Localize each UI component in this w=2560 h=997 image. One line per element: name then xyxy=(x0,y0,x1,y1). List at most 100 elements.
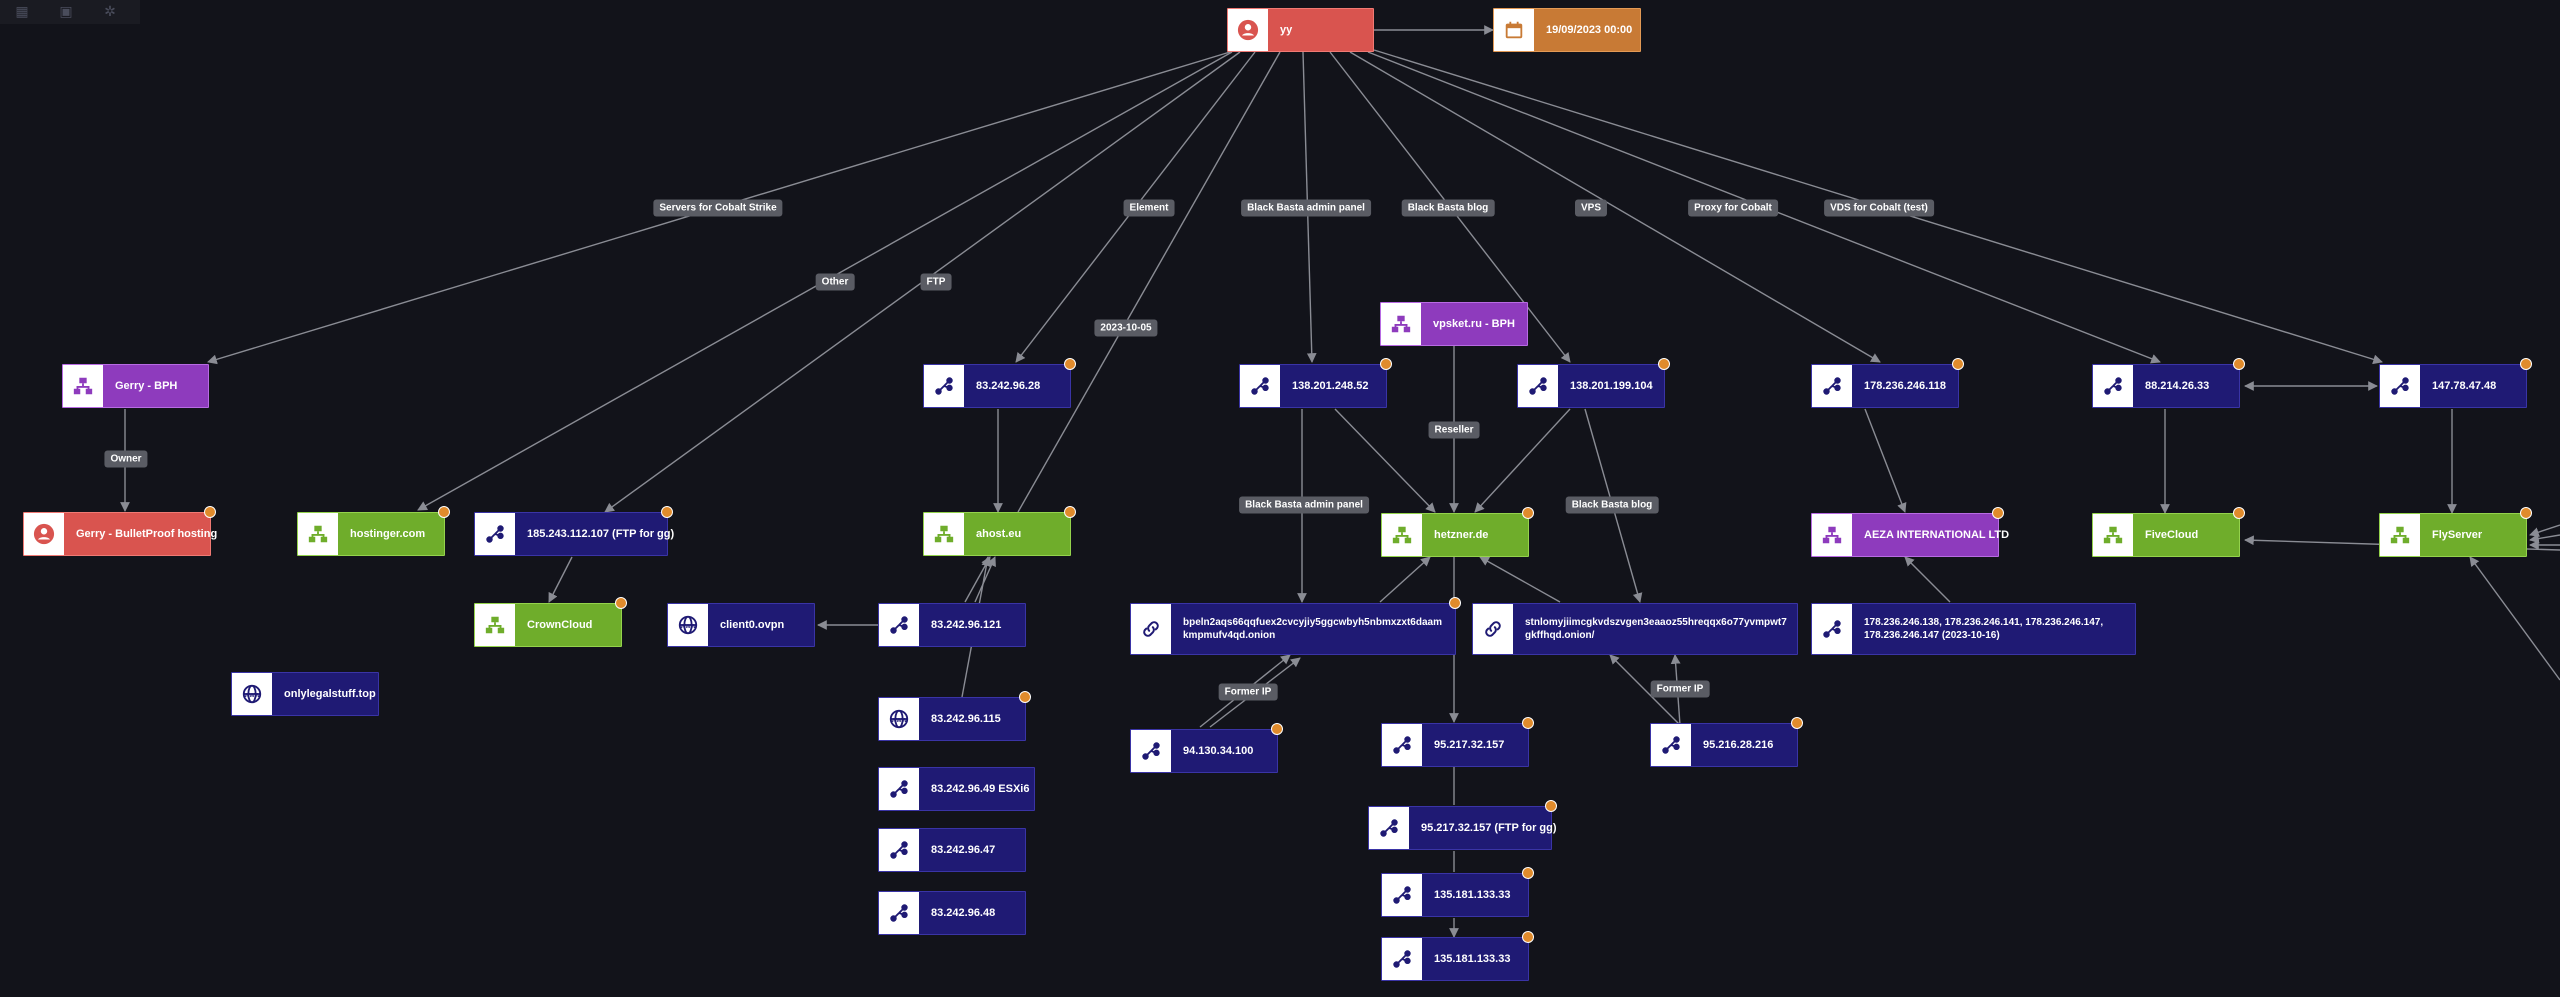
edge-label-proxy: Proxy for Cobalt xyxy=(1688,199,1778,217)
edge-label-former-ip-2: Former IP xyxy=(1650,680,1710,698)
node-fivecloud[interactable]: FiveCloud xyxy=(2092,507,2245,557)
node-label: 185.243.112.107 (FTP for gg) xyxy=(527,528,675,540)
node-ip-88[interactable]: 88.214.26.33 xyxy=(2092,358,2245,408)
node-label: client0.ovpn xyxy=(720,619,785,631)
edge xyxy=(1379,556,1431,603)
node-ip-178-multi[interactable]: 178.236.246.138, 178.236.246.141, 178.23… xyxy=(1811,603,2136,655)
edge-label-servers: Servers for Cobalt Strike xyxy=(653,199,783,217)
node-ip-138-104[interactable]: 138.201.199.104 xyxy=(1517,358,1670,408)
ip-icon xyxy=(879,892,919,934)
flag-dot xyxy=(1992,507,2004,519)
node-label: 95.217.32.157 (FTP for gg) xyxy=(1421,822,1557,834)
network-icon xyxy=(1812,514,1852,556)
edge xyxy=(2529,533,2560,544)
edge xyxy=(1609,654,1681,726)
node-label: 83.242.96.49 ESXi6 xyxy=(931,783,1030,795)
edge-label-vps: VPS xyxy=(1574,199,1608,217)
node-label: 147.78.47.48 xyxy=(2432,380,2497,392)
node-ip-83-49[interactable]: 83.242.96.49 ESXi6 xyxy=(878,767,1035,811)
edge-label-other: Other xyxy=(815,273,855,291)
node-label: vpsket.ru - BPH xyxy=(1433,318,1515,330)
node-ip-83-121[interactable]: 83.242.96.121 xyxy=(878,603,1026,647)
ip-icon xyxy=(1651,724,1691,766)
node-gerry-bph[interactable]: Gerry - BPH xyxy=(62,364,209,408)
node-label: stnlomyjiimcgkvdszvgen3eaaoz55hreqqx6o77… xyxy=(1525,617,1787,641)
network-icon xyxy=(2093,514,2133,556)
globe-icon: WWW xyxy=(232,673,272,715)
node-ip-135-b[interactable]: 135.181.133.33 xyxy=(1381,931,1534,981)
node-ip-83-47[interactable]: 83.242.96.47 xyxy=(878,828,1026,872)
node-ip-95-216[interactable]: 95.216.28.216 xyxy=(1650,717,1803,767)
node-client0[interactable]: WWW client0.ovpn xyxy=(667,603,815,647)
node-gerry-bp[interactable]: Gerry - BulletProof hosting xyxy=(23,506,217,556)
edge-label-bb-blog-2: Black Basta blog xyxy=(1565,496,1659,514)
node-crowncloud[interactable]: CrownCloud xyxy=(474,597,627,647)
node-ip-138-52[interactable]: 138.201.248.52 xyxy=(1239,358,1392,408)
node-hostinger[interactable]: hostinger.com xyxy=(297,506,450,556)
edge xyxy=(2529,524,2560,537)
flag-dot xyxy=(1545,800,1557,812)
flag-dot xyxy=(2233,507,2245,519)
flag-dot xyxy=(1522,867,1534,879)
globe-icon: WWW xyxy=(879,698,919,740)
node-label: 135.181.133.33 xyxy=(1434,889,1511,901)
flag-dot xyxy=(2233,358,2245,370)
node-ip-94[interactable]: 94.130.34.100 xyxy=(1130,723,1283,773)
node-onion2[interactable]: stnlomyjiimcgkvdszvgen3eaaoz55hreqqx6o77… xyxy=(1472,603,1798,655)
ip-icon xyxy=(1382,724,1422,766)
ip-icon xyxy=(1131,730,1171,772)
flag-dot xyxy=(2520,507,2532,519)
node-ip-83-48[interactable]: 83.242.96.48 xyxy=(878,891,1026,935)
flag-dot xyxy=(1791,717,1803,729)
node-date[interactable]: 19/09/2023 00:00 xyxy=(1493,8,1641,52)
network-icon xyxy=(2380,514,2420,556)
node-ip-178-118[interactable]: 178.236.246.118 xyxy=(1811,358,1964,408)
node-ip-83-115[interactable]: WWW 83.242.96.115 xyxy=(878,691,1031,741)
person-icon xyxy=(24,513,64,555)
node-onion1[interactable]: bpeln2aqs66qqfuex2cvcyjiy5ggcwbyh5nbmxzx… xyxy=(1130,597,1461,655)
edge xyxy=(1864,408,1907,513)
edge xyxy=(1474,408,1571,513)
flag-dot xyxy=(2520,358,2532,370)
link-icon xyxy=(1473,604,1513,654)
svg-text:WWW: WWW xyxy=(680,624,696,630)
network-icon xyxy=(63,365,103,407)
edge-label-bb-admin: Black Basta admin panel xyxy=(1241,199,1371,217)
node-label: 83.242.96.28 xyxy=(976,380,1041,392)
node-ip-95-157[interactable]: 95.217.32.157 xyxy=(1381,717,1534,767)
flag-dot xyxy=(1064,358,1076,370)
svg-text:WWW: WWW xyxy=(244,693,260,699)
toolbar: ▦ ▣ ✲ xyxy=(0,0,140,24)
image-icon[interactable]: ▣ xyxy=(59,2,73,19)
node-label: CrownCloud xyxy=(527,619,593,631)
node-ip-147[interactable]: 147.78.47.48 xyxy=(2379,358,2532,408)
edge xyxy=(548,556,573,603)
node-ahost[interactable]: ahost.eu xyxy=(923,506,1076,556)
node-label: FiveCloud xyxy=(2145,529,2199,541)
layout-icon[interactable]: ▦ xyxy=(15,2,29,19)
globe-icon: WWW xyxy=(668,604,708,646)
node-vpsket[interactable]: vpsket.ru - BPH xyxy=(1380,302,1528,346)
settings-icon[interactable]: ✲ xyxy=(104,2,116,19)
node-aeza[interactable]: AEZA INTERNATIONAL LTD xyxy=(1811,507,2009,557)
node-ip-83-28[interactable]: 83.242.96.28 xyxy=(923,358,1076,408)
node-label: 135.181.133.33 xyxy=(1434,953,1511,965)
edge-label-former-ip-1: Former IP xyxy=(1218,683,1278,701)
node-onlylegal[interactable]: WWW onlylegalstuff.top xyxy=(231,672,379,716)
node-label: 83.242.96.115 xyxy=(931,713,1001,725)
node-ip-95-157-ftp[interactable]: 95.217.32.157 (FTP for gg) xyxy=(1368,800,1557,850)
flag-dot xyxy=(1271,723,1283,735)
ip-icon xyxy=(1382,938,1422,980)
node-flyserver[interactable]: FlyServer xyxy=(2379,507,2532,557)
ip-icon xyxy=(2093,365,2133,407)
edge-label-bb-blog: Black Basta blog xyxy=(1401,199,1495,217)
node-ip-135-a[interactable]: 135.181.133.33 xyxy=(1381,867,1534,917)
node-ip-185[interactable]: 185.243.112.107 (FTP for gg) xyxy=(474,506,674,556)
edge-label-ftp: FTP xyxy=(920,273,952,291)
edge-label-bb-admin-2: Black Basta admin panel xyxy=(1239,496,1369,514)
node-label: Gerry - BPH xyxy=(115,380,178,392)
node-label: 83.242.96.121 xyxy=(931,619,1002,631)
node-yy[interactable]: yy xyxy=(1227,8,1374,52)
node-hetzner[interactable]: hetzner.de xyxy=(1381,507,1534,557)
ip-icon xyxy=(475,513,515,555)
